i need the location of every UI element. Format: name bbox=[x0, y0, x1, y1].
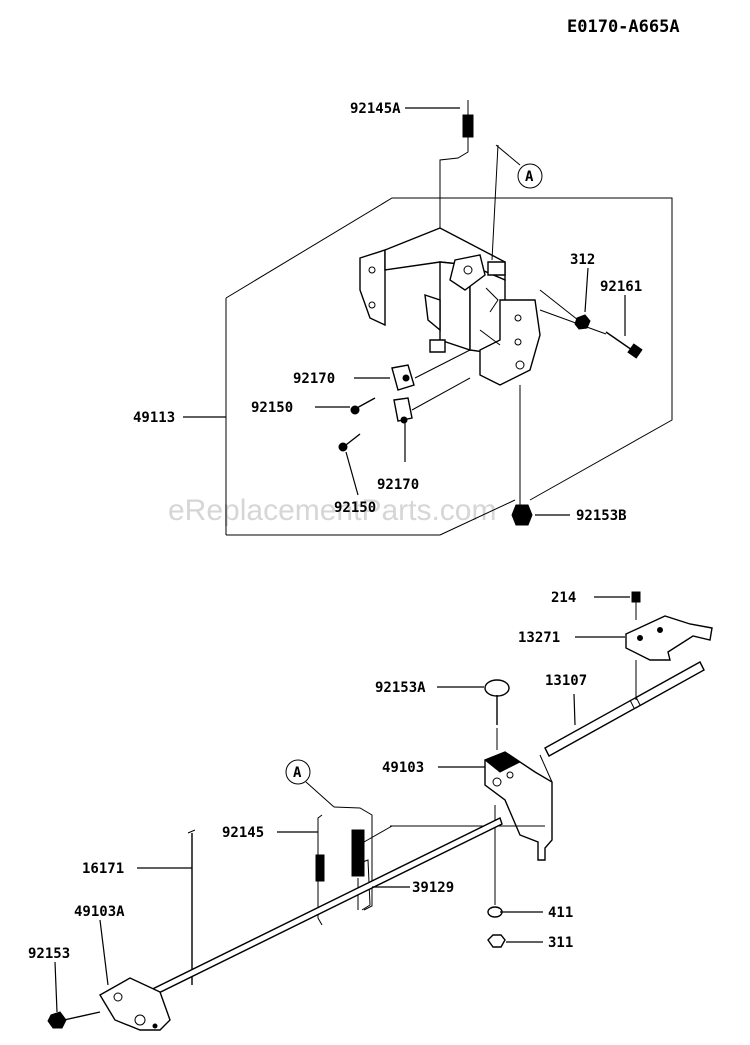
nut-311 bbox=[487, 934, 506, 948]
label-411: 411 bbox=[548, 905, 573, 921]
bolt-92161 bbox=[605, 331, 643, 359]
explode-lines-upper bbox=[411, 289, 607, 411]
label-49113: 49113 bbox=[133, 410, 175, 426]
spring-92145A bbox=[439, 100, 474, 340]
label-92145: 92145 bbox=[222, 825, 264, 841]
ref-marker-A-lower-text: A bbox=[293, 765, 302, 781]
control-rod bbox=[119, 817, 503, 1012]
label-311: 311 bbox=[548, 935, 573, 951]
label-13107: 13107 bbox=[545, 673, 587, 689]
spring-39129 bbox=[351, 829, 371, 911]
clip-92170-lower bbox=[393, 397, 413, 424]
assembly-box-outline bbox=[225, 197, 673, 536]
bolt-214 bbox=[631, 591, 641, 620]
label-92170-lower: 92170 bbox=[377, 477, 419, 493]
control-plate bbox=[359, 227, 541, 386]
lever-49103 bbox=[484, 751, 553, 861]
bolt-92153A bbox=[484, 679, 510, 750]
label-13271: 13271 bbox=[518, 630, 560, 646]
ref-marker-A-upper: A bbox=[491, 144, 543, 261]
washer-411 bbox=[487, 805, 503, 918]
label-312: 312 bbox=[570, 252, 595, 268]
label-92150-lower: 92150 bbox=[334, 500, 376, 516]
label-92170-upper: 92170 bbox=[293, 371, 335, 387]
label-92153: 92153 bbox=[28, 946, 70, 962]
bolt-92153 bbox=[47, 1011, 101, 1029]
link-line-b bbox=[363, 825, 393, 843]
bracket-49103A bbox=[99, 977, 171, 1031]
watermark: eReplacementParts.com bbox=[168, 494, 496, 527]
ref-marker-A-lower: A bbox=[285, 759, 373, 911]
diagram-code: E0170-A665A bbox=[567, 17, 680, 37]
label-92153A: 92153A bbox=[375, 680, 426, 696]
label-16171: 16171 bbox=[82, 861, 124, 877]
ref-marker-A-upper-text: A bbox=[525, 169, 534, 185]
label-39129: 39129 bbox=[412, 880, 454, 896]
leaders-lower bbox=[54, 596, 630, 1013]
clip-92170-upper bbox=[391, 364, 415, 391]
label-49103: 49103 bbox=[382, 760, 424, 776]
spring-92145 bbox=[315, 814, 325, 926]
leaders-upper bbox=[183, 107, 626, 516]
label-92150-upper: 92150 bbox=[251, 400, 293, 416]
plate-13271 bbox=[625, 615, 713, 661]
screw-92150-upper bbox=[350, 397, 376, 415]
label-92153B: 92153B bbox=[576, 508, 627, 524]
screw-92150-lower bbox=[338, 433, 361, 452]
label-214: 214 bbox=[551, 590, 576, 606]
label-92145A: 92145A bbox=[350, 101, 401, 117]
shaft-13107 bbox=[544, 660, 705, 757]
label-49103A: 49103A bbox=[74, 904, 125, 920]
label-92161: 92161 bbox=[600, 279, 642, 295]
rod-16171 bbox=[187, 829, 196, 985]
nut-92153B bbox=[511, 385, 533, 526]
lock-nut-312 bbox=[574, 314, 591, 330]
